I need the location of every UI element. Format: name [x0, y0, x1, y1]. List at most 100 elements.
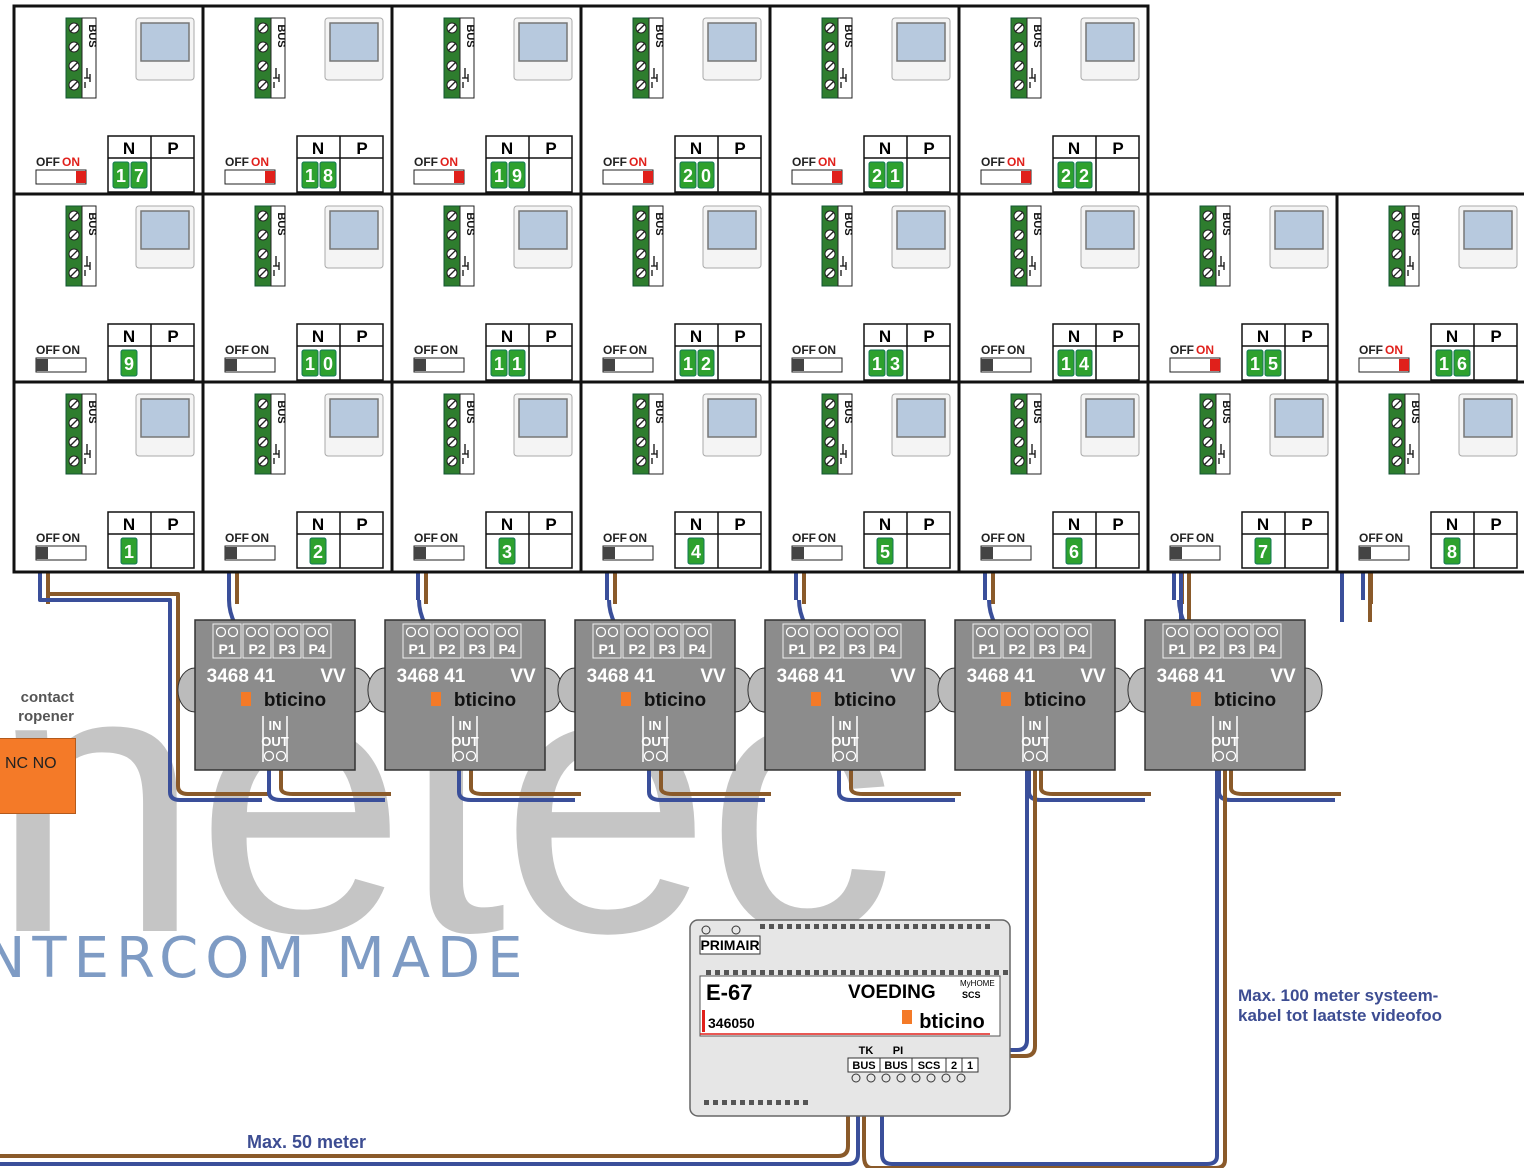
screw-slot [636, 456, 646, 466]
monitor-screen [896, 210, 946, 250]
screw-icon [845, 626, 857, 638]
vent-slot [895, 924, 900, 929]
screw-slot [258, 437, 268, 447]
dip-switch-knob-on [1210, 359, 1220, 371]
off-label: OFF [414, 343, 438, 357]
lock-contact-icon [84, 68, 91, 88]
bus-label: BUS [86, 212, 98, 235]
vent-slot [949, 970, 954, 975]
screw-slot [1203, 399, 1213, 409]
on-label: ON [1196, 343, 1214, 357]
bticino-logo-mark [431, 692, 441, 706]
number-digit-box [1057, 349, 1075, 377]
unit-number-digit: 9 [124, 354, 134, 374]
dip-switch-knob-off [603, 359, 615, 371]
dip-switch-knob-off [414, 359, 426, 371]
mount-ear [367, 667, 386, 713]
unit-number-digit: 2 [1079, 166, 1089, 186]
red-marker [702, 1010, 705, 1032]
screw-slot [258, 249, 268, 259]
n-label: N [690, 139, 702, 158]
number-digit-box [1065, 537, 1083, 565]
number-digit-box [1453, 349, 1471, 377]
tk-label: TK [859, 1045, 874, 1057]
unit-number-digit: 2 [683, 166, 693, 186]
lock-contact-icon [462, 444, 469, 464]
p-label: P [167, 327, 178, 346]
vent-slot [922, 970, 927, 975]
p-label: P [1112, 327, 1123, 346]
n-label: N [1068, 139, 1080, 158]
psu-terminal-label: BUS [852, 1060, 875, 1072]
max-distance-note: Max. 50 meter [247, 1132, 367, 1152]
monitor-screen [707, 398, 757, 438]
lock-contact-icon [462, 68, 469, 88]
psu-label-panel [699, 975, 1001, 1037]
number-digit-box [498, 537, 516, 565]
unit-number-digit: 5 [1268, 354, 1278, 374]
myhome-label: MyHOME [960, 979, 995, 988]
screw-slot [1014, 249, 1024, 259]
bus-label: BUS [464, 400, 476, 423]
terminal-block: BUS [821, 205, 854, 287]
number-digit-box [679, 349, 697, 377]
distributor-suffix: VV [700, 666, 726, 687]
p-label: P [1490, 327, 1501, 346]
screw-icon [1023, 750, 1035, 762]
bus-label: BUS [464, 212, 476, 235]
bticino-logo-mark [621, 692, 631, 706]
port-frame [782, 623, 812, 659]
number-digit-box [886, 161, 904, 189]
p-label: P [356, 139, 367, 158]
bus-label: BUS [275, 212, 287, 235]
number-digit-box [301, 161, 319, 189]
vent-slot [794, 1100, 799, 1105]
screw-icon [815, 626, 827, 638]
screw-slot [1392, 249, 1402, 259]
distributor-suffix: VV [320, 666, 346, 687]
vent-slot [850, 924, 855, 929]
screw-icon [263, 750, 275, 762]
screw-icon [845, 750, 857, 762]
on-label: ON [818, 531, 836, 545]
screw-icon [305, 626, 317, 638]
bticino-logo: bticino [834, 690, 896, 711]
cable-note-line1: Max. 100 meter systeem- [1238, 986, 1439, 1005]
bus-wire-brown [46, 580, 270, 796]
bus-wire-blue [38, 580, 262, 802]
unit-number-digit: 2 [872, 166, 882, 186]
contact-label: contact ropener [0, 688, 74, 726]
n-label: N [1257, 327, 1269, 346]
distributor-body [764, 619, 926, 771]
vent-slot [814, 970, 819, 975]
screw-icon [435, 626, 447, 638]
vent-slot [940, 924, 945, 929]
terminal-block: BUS [632, 205, 665, 287]
screw-slot [69, 268, 79, 278]
bus-label: BUS [86, 400, 98, 423]
n-label: N [690, 515, 702, 534]
lock-contact-icon [1029, 444, 1036, 464]
vent-slot [904, 970, 909, 975]
in-label: IN [1219, 718, 1232, 733]
screw-icon [507, 626, 519, 638]
dip-switch-knob-on [1021, 171, 1031, 183]
port-frame [432, 623, 462, 659]
screw-slot [1392, 456, 1402, 466]
vent-slot [958, 924, 963, 929]
lock-contact-icon [651, 256, 658, 276]
screw-slot [636, 23, 646, 33]
lock-contact-icon [840, 68, 847, 88]
dip-switch-knob-off [414, 547, 426, 559]
off-label: OFF [603, 155, 627, 169]
number-digit-box [130, 161, 148, 189]
dip-switch-knob-on [265, 171, 275, 183]
bus-label: BUS [1031, 212, 1043, 235]
lock-contact-icon [273, 444, 280, 464]
screw-icon [1177, 626, 1189, 638]
screw-slot [1014, 23, 1024, 33]
off-label: OFF [792, 343, 816, 357]
screw-slot [636, 249, 646, 259]
